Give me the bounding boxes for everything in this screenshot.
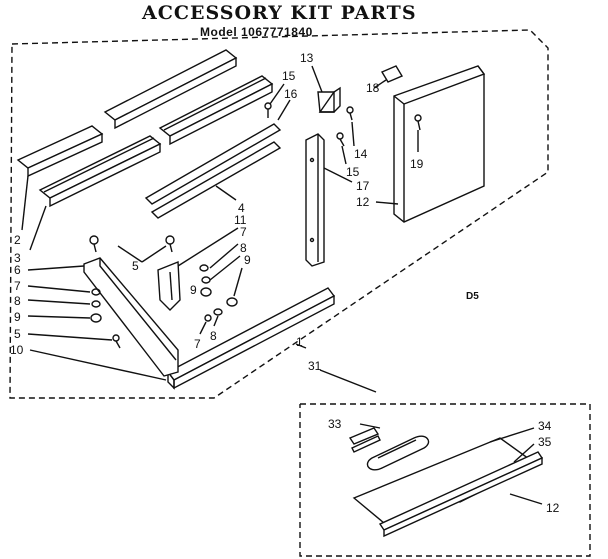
callout-11: 11: [234, 213, 247, 227]
callout-8c: 8: [210, 329, 217, 343]
bracket-13: [317, 86, 341, 113]
leader-lines: [21, 65, 543, 505]
callout-7c: 7: [194, 337, 201, 351]
callout-10: 10: [10, 343, 24, 357]
gasket-18: [380, 65, 404, 83]
model-number: Model 1067771840: [200, 25, 313, 39]
callout-9a: 9: [14, 310, 21, 324]
callout-15b: 15: [346, 165, 360, 179]
diagram-title: ACCESSORY KIT PARTS: [142, 2, 417, 24]
callout-13: 13: [300, 51, 314, 65]
callout-14: 14: [354, 147, 368, 161]
callout-9b: 9: [244, 253, 251, 267]
callout-31: 31: [308, 359, 322, 373]
channel-rail: [144, 123, 282, 219]
callout-labels: 2 3 4 5 5 6 7 7 7 8 8 8 9 9 9 10 11 12 1…: [10, 51, 560, 515]
callout-8a: 8: [14, 294, 21, 308]
callout-1: 1: [296, 335, 303, 349]
callout-6: 6: [14, 263, 21, 277]
callout-34: 34: [538, 419, 552, 433]
callout-7b: 7: [240, 225, 247, 239]
callout-4: 4: [238, 201, 245, 215]
callout-7a: 7: [14, 279, 21, 293]
kit-rail: [378, 451, 544, 538]
callout-16: 16: [284, 87, 298, 101]
callout-5b: 5: [14, 327, 21, 341]
callout-12a: 12: [356, 195, 370, 209]
main-enclosure: [9, 29, 549, 399]
callout-33: 33: [328, 417, 342, 431]
kit-base-panel: [352, 437, 538, 529]
rail-short-1: [16, 125, 104, 178]
callout-3: 3: [14, 251, 21, 265]
vertical-post: [305, 133, 325, 267]
callout-5a: 5: [132, 259, 139, 273]
callout-12b: 12: [546, 501, 560, 515]
bottom-sill: [166, 287, 336, 390]
diagram-code: D5: [466, 291, 479, 302]
callout-35: 35: [538, 435, 552, 449]
angle-bracket: [83, 257, 179, 377]
kit-foam-strip: [348, 427, 381, 453]
kit-enclosure: [299, 403, 591, 557]
callout-18: 18: [366, 81, 380, 95]
callout-8b: 8: [240, 241, 247, 255]
rail-short-2: [103, 49, 238, 130]
callout-2: 2: [14, 233, 21, 247]
rail-long-2: [158, 75, 274, 146]
rail-long-1: [38, 135, 162, 208]
callout-15a: 15: [282, 69, 296, 83]
callout-9c: 9: [190, 283, 197, 297]
callout-19: 19: [410, 157, 424, 171]
callout-17: 17: [356, 179, 370, 193]
screw-icons: [89, 102, 422, 349]
clip-bracket: [157, 260, 181, 311]
side-panel: [393, 65, 486, 223]
kit-seal-loop: [366, 435, 430, 471]
